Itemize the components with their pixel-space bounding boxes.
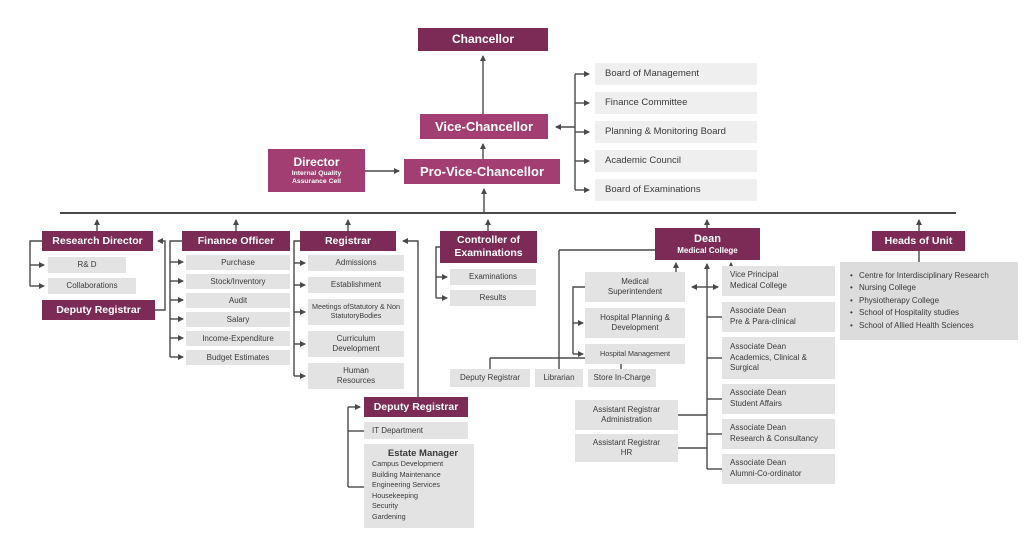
director-title: Director [293, 155, 340, 170]
vice-principal-line1: Vice Principal [730, 270, 779, 280]
node-human-resources: Human Resources [308, 363, 404, 389]
associate-dean-line1: Associate Dean [730, 423, 787, 433]
node-deputy-registrar-mid: Deputy Registrar [450, 369, 530, 387]
associate-dean-line2: Alumni-Co-ordinator [730, 469, 802, 478]
assistant-registrar-line2: HR [620, 448, 633, 457]
assistant-registrar-line1: Assistant Registrar [592, 405, 661, 415]
associate-dean-line2: Research & Consultancy [730, 434, 819, 443]
dean-title: Dean [694, 232, 721, 245]
estate-line: Building Maintenance [372, 469, 441, 479]
node-audit: Audit [186, 293, 290, 308]
node-assistant-registrar-hr: Assistant Registrar HR [575, 434, 678, 462]
node-heads-of-unit-list: Centre for Interdisciplinary Research Nu… [840, 262, 1018, 340]
node-associate-dean-alumni: Associate Dean Alumni-Co-ordinator [722, 454, 835, 484]
node-heads-of-unit: Heads of Unit [872, 231, 965, 251]
node-registrar: Registrar [300, 231, 396, 251]
controller-line1: Controller of [457, 234, 520, 247]
node-associate-dean-preclinical: Associate Dean Pre & Para-clinical [722, 302, 835, 332]
estate-manager-list: Campus Development Building Maintenance … [372, 459, 443, 522]
node-income-expenditure: Income-Expenditure [186, 331, 290, 346]
unit-item: School of Allied Health Sciences [850, 320, 974, 333]
vice-principal-line2: Medical College [730, 281, 787, 290]
node-dean-medical-college: Dean Medical College [655, 228, 760, 260]
associate-dean-line1: Associate Dean [730, 388, 787, 398]
node-assistant-registrar-admin: Assistant Registrar Administration [575, 400, 678, 430]
node-associate-dean-student-affairs: Associate Dean Student Affairs [722, 384, 835, 414]
node-examinations: Examinations [450, 269, 536, 285]
node-establishment: Establishment [308, 277, 404, 293]
node-purchase: Purchase [186, 255, 290, 270]
node-collaborations: Collaborations [48, 278, 136, 294]
node-finance-committee: Finance Committee [595, 92, 757, 114]
node-it-department: IT Department [364, 422, 468, 439]
node-research-director: Research Director [42, 231, 153, 251]
associate-dean-line2: Pre & Para-clinical [730, 317, 796, 326]
node-curriculum-development: Curriculum Development [308, 331, 404, 357]
unit-item: Nursing College [850, 282, 916, 295]
node-vice-chancellor: Vice-Chancellor [420, 114, 548, 139]
estate-manager-title: Estate Manager [387, 448, 459, 459]
node-deputy-registrar-left: Deputy Registrar [42, 300, 155, 320]
node-associate-dean-academics: Associate Dean Academics, Clinical & Sur… [722, 337, 835, 379]
estate-line: Gardening [372, 511, 406, 521]
associate-dean-line2: Student Affairs [730, 399, 782, 408]
node-director-iqac: Director Internal Quality Assurance Cell [268, 149, 365, 192]
node-store-in-charge: Store In-Charge [588, 369, 656, 387]
node-chancellor: Chancellor [418, 28, 548, 51]
node-academic-council: Academic Council [595, 150, 757, 172]
node-medical-superintendent: Medical Superintendent [585, 272, 685, 302]
node-hospital-planning: Hospital Planning & Development [585, 308, 685, 338]
estate-line: Security [372, 501, 398, 511]
node-estate-manager: Estate Manager Campus Development Buildi… [364, 444, 474, 528]
dean-subtitle: Medical College [677, 245, 738, 255]
estate-line: Campus Development [372, 459, 444, 469]
node-pro-vice-chancellor: Pro-Vice-Chancellor [404, 159, 560, 184]
node-librarian: Librarian [535, 369, 583, 387]
estate-line: Housekeeping [372, 490, 418, 500]
node-deputy-registrar-bottom: Deputy Registrar [364, 397, 468, 417]
node-vice-principal: Vice Principal Medical College [722, 266, 835, 296]
node-admissions: Admissions [308, 255, 404, 271]
node-salary: Salary [186, 312, 290, 327]
unit-item: Centre for Interdisciplinary Research [850, 270, 989, 283]
node-controller-of-examinations: Controller of Examinations [440, 231, 537, 263]
node-budget-estimates: Budget Estimates [186, 350, 290, 365]
node-associate-dean-research: Associate Dean Research & Consultancy [722, 419, 835, 449]
node-hospital-management: Hospital Management [585, 344, 685, 364]
associate-dean-line2: Academics, Clinical & Surgical [730, 352, 807, 373]
node-results: Results [450, 290, 536, 306]
node-board-of-examinations: Board of Examinations [595, 179, 757, 201]
node-planning-monitoring-board: Planning & Monitoring Board [595, 121, 757, 143]
assistant-registrar-line1: Assistant Registrar [592, 438, 661, 448]
unit-item: School of Hospitality studies [850, 307, 959, 320]
associate-dean-line1: Associate Dean [730, 341, 787, 351]
node-meetings-statutory: Meetings ofStatutory & Non StatutoryBodi… [308, 299, 404, 325]
associate-dean-line1: Associate Dean [730, 458, 787, 468]
director-subtitle: Internal Quality Assurance Cell [291, 169, 342, 185]
node-finance-officer: Finance Officer [182, 231, 290, 251]
associate-dean-line1: Associate Dean [730, 306, 787, 316]
controller-line2: Examinations [454, 247, 523, 259]
node-stock-inventory: Stock/Inventory [186, 274, 290, 289]
estate-line: Engineering Services [372, 480, 440, 490]
unit-item: Physiotherapy College [850, 295, 939, 308]
node-board-of-management: Board of Management [595, 63, 757, 85]
node-r-and-d: R& D [48, 257, 126, 273]
assistant-registrar-line2: Administration [601, 415, 652, 424]
